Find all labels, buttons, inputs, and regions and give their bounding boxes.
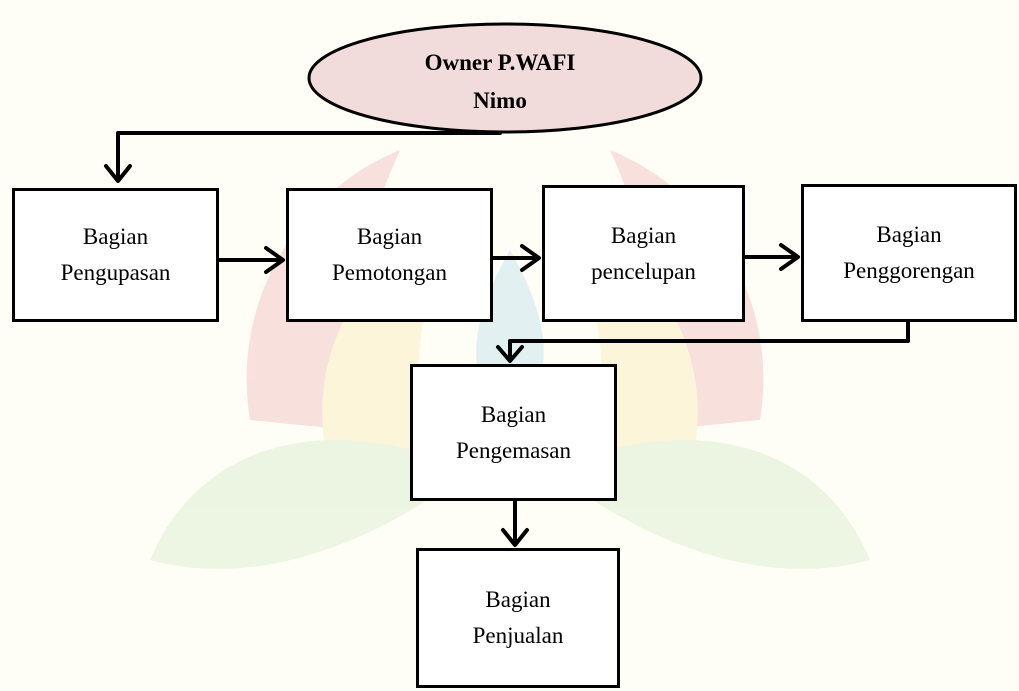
node-pencelupan-line1: Bagian (610, 222, 677, 248)
watermark-green-leaf-left (150, 440, 470, 569)
owner-ellipse (307, 22, 703, 134)
node-pengupasan: Bagian Pengupasan (12, 188, 219, 322)
arrowhead-pencelupan-to-penggorengan (779, 243, 800, 271)
connector-owner-to-pengupasan (116, 131, 502, 182)
node-pengemasan-line1: Bagian (480, 401, 547, 427)
node-penggorengan-line1: Bagian (876, 222, 942, 247)
node-pengemasan: Bagian Pengemasan (410, 364, 617, 501)
node-pengupasan-line1: Bagian (82, 224, 149, 249)
node-penjualan-line2: Penjualan (472, 623, 564, 648)
node-pemotongan: Bagian Pemotongan (286, 188, 493, 322)
node-pencelupan: Bagian pencelupan (542, 185, 745, 322)
node-penjualan: Bagian Penjualan (416, 548, 620, 688)
node-pemotongan-line1: Bagian (356, 224, 423, 249)
arrowhead-pemotongan-to-pencelupan (520, 244, 541, 272)
owner-node: Owner P.WAFI Nimo (380, 44, 620, 120)
arrowhead-pengemasan-to-penjualan (501, 528, 529, 547)
arrowhead-owner-to-pengupasan (104, 164, 132, 183)
arrowhead-pengupasan-to-pemotongan (264, 246, 285, 274)
node-pengupasan-line2: Pengupasan (60, 260, 171, 285)
connector-penggorengan-to-pengemasan (508, 320, 910, 362)
node-pencelupan-line2: pencelupan (591, 258, 696, 284)
owner-title: Owner P.WAFI (424, 50, 576, 75)
arrowhead-penggorengan-to-pengemasan (496, 345, 524, 363)
node-penggorengan: Bagian Penggorengan (801, 184, 1017, 322)
owner-name: Nimo (473, 88, 527, 113)
node-penggorengan-line2: Penggorengan (843, 258, 975, 283)
node-pemotongan-line2: Pemotongan (332, 260, 447, 285)
watermark-green-leaf-right (550, 440, 870, 569)
node-penjualan-line1: Bagian (485, 587, 551, 612)
node-pengemasan-line2: Pengemasan (456, 437, 571, 463)
